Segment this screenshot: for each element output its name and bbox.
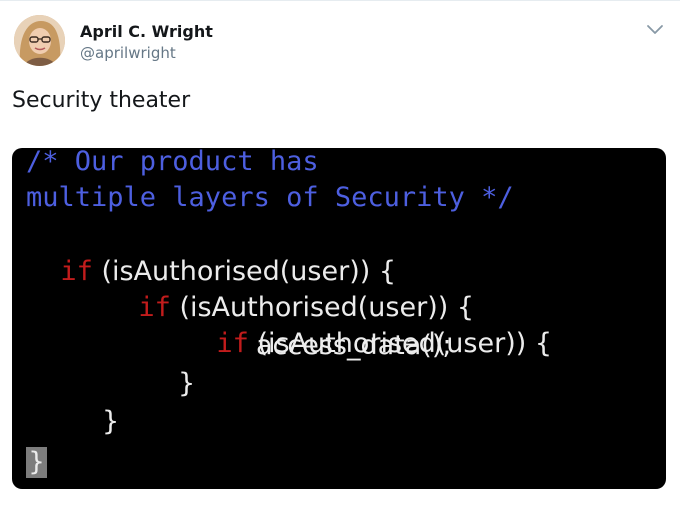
- code-if-line-3: if (isAuthorised(user)) {: [182, 290, 552, 398]
- code-close-brace-middle: }: [102, 406, 120, 437]
- author-handle[interactable]: @aprilwright: [80, 44, 176, 62]
- condition-text: (isAuthorised(user)) {: [92, 256, 397, 287]
- author-name[interactable]: April C. Wright: [80, 22, 213, 41]
- if-keyword: if: [138, 292, 171, 323]
- code-if-line-1: if (isAuthorised(user)) {: [26, 218, 396, 326]
- code-image[interactable]: /* Our product has multiple layers of Se…: [12, 148, 666, 489]
- condition-text: (isAuthorised(user)) {: [170, 292, 475, 323]
- code-if-line-2: if (isAuthorised(user)) {: [104, 254, 474, 362]
- condition-text: (isAuthorised(user)) {: [248, 328, 553, 359]
- if-keyword: if: [216, 328, 249, 359]
- if-keyword: if: [60, 256, 93, 287]
- top-divider: [0, 0, 680, 1]
- code-comment-line-2: multiple layers of Security */: [26, 182, 514, 213]
- chevron-down-icon[interactable]: [645, 22, 665, 36]
- code-close-brace-inner: }: [178, 368, 196, 399]
- tweet-text: Security theater: [12, 88, 191, 113]
- avatar[interactable]: [14, 15, 65, 66]
- code-comment-line-1: /* Our product has: [26, 148, 319, 177]
- cursor-close-brace: }: [26, 447, 47, 478]
- code-call-line: access_data();: [256, 330, 452, 361]
